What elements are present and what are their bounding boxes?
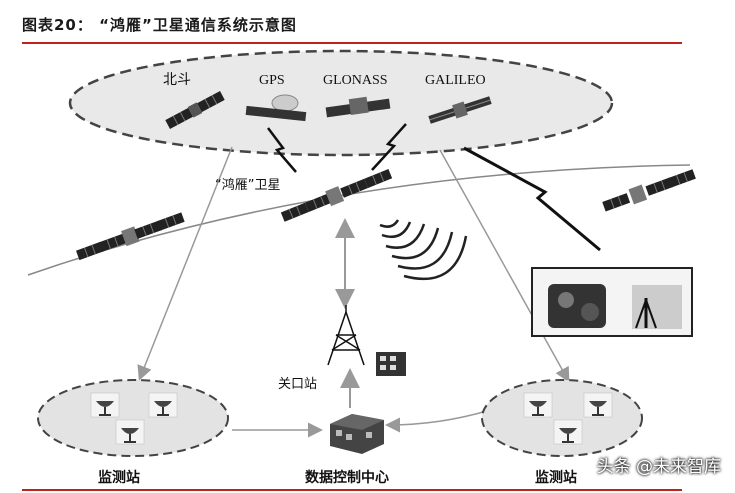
figure-title: 图表20： “鸿雁”卫星通信系统示意图: [22, 16, 297, 34]
right-dish-1-icon: [523, 392, 553, 418]
right-dish-2-icon: [583, 392, 613, 418]
arrow-to-right-station: [439, 149, 570, 383]
galileo-satellite-icon: [428, 96, 492, 124]
beidou-satellite-icon: [164, 90, 226, 130]
gps-label: GPS: [259, 73, 285, 88]
arrow-right-station-to-center: [385, 409, 491, 433]
constellation-ellipse: [68, 49, 614, 157]
link-galileo-bolt: [371, 123, 407, 171]
gateway-building-icon: [376, 352, 406, 376]
glonass-satellite-icon: [325, 96, 391, 118]
right-station-ellipse: [481, 379, 643, 457]
terminal-photo-icon: [531, 267, 693, 337]
right-dish-3-icon: [553, 419, 583, 445]
signal-wave-icon: [379, 219, 468, 281]
link-right-bolt: [463, 146, 601, 252]
gateway-tower-icon: [327, 305, 365, 366]
hongyan-label: “鸿雁”卫星: [215, 177, 280, 193]
gateway-label: 关口站: [278, 377, 317, 392]
watermark: 头条 @未来智库: [596, 457, 721, 477]
left-station-label: 监测站: [98, 469, 140, 486]
left-dish-3-icon: [115, 419, 145, 445]
arrow-to-left-station: [137, 146, 233, 381]
control-center-icon: [330, 414, 384, 454]
left-station-ellipse: [37, 379, 229, 457]
glonass-label: GLONASS: [323, 73, 388, 88]
link-gps-bolt: [267, 127, 297, 173]
top-rule: [22, 42, 682, 44]
bottom-rule: [22, 489, 682, 491]
galileo-label: GALILEO: [425, 73, 486, 88]
left-dish-2-icon: [148, 392, 178, 418]
hongyan-satellite-icon: [280, 168, 393, 223]
beidou-label: 北斗: [163, 72, 191, 88]
right-station-label: 监测站: [535, 469, 577, 486]
orbit-satellite-right-icon: [601, 168, 697, 212]
gps-satellite-icon: [245, 94, 307, 122]
control-center-label: 数据控制中心: [305, 469, 389, 486]
orbit-satellite-left-icon: [75, 211, 186, 261]
left-dish-1-icon: [90, 392, 120, 418]
